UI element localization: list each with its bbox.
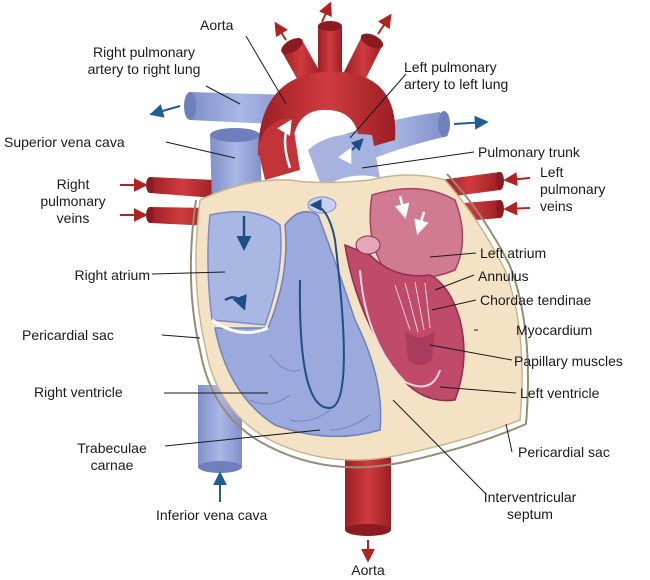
label-right-pulmonary-veins: Right pulmonary veins — [30, 176, 116, 227]
right-pulmonary-veins-vessel — [150, 177, 215, 198]
label-left-pulmonary-artery: Left pulmonary artery to left lung — [404, 59, 508, 93]
label-inferior-vena-cava: Inferior vena cava — [156, 507, 267, 524]
label-left-ventricle: Left ventricle — [520, 385, 599, 402]
label-chordae-tendinae: Chordae tendinae — [480, 292, 591, 309]
label-superior-vena-cava: Superior vena cava — [4, 134, 125, 151]
mitral-valve — [356, 236, 380, 254]
label-annulus: Annulus — [478, 268, 529, 285]
label-pericardial-sac-right: Pericardial sac — [518, 444, 610, 461]
label-aorta-bottom: Aorta — [338, 562, 398, 579]
label-interventricular-septum: Interventricular septum — [470, 489, 590, 523]
left-atrium-chamber — [370, 189, 462, 278]
label-left-atrium: Left atrium — [480, 245, 546, 262]
label-trabeculae-carnae: Trabeculae carnae — [62, 440, 162, 474]
label-pulmonary-trunk: Pulmonary trunk — [478, 144, 580, 161]
label-papillary-muscles: Papillary muscles — [514, 353, 623, 370]
label-right-ventricle: Right ventricle — [34, 384, 123, 401]
label-pericardial-sac-left: Pericardial sac — [22, 327, 114, 344]
label-myocardium: Myocardium — [516, 322, 592, 339]
label-left-pulmonary-veins: Left pulmonary veins — [540, 164, 605, 215]
label-right-atrium: Right atrium — [20, 267, 150, 284]
label-right-pulmonary-artery: Right pulmonary artery to right lung — [64, 44, 224, 78]
label-aorta-top: Aorta — [200, 17, 233, 34]
